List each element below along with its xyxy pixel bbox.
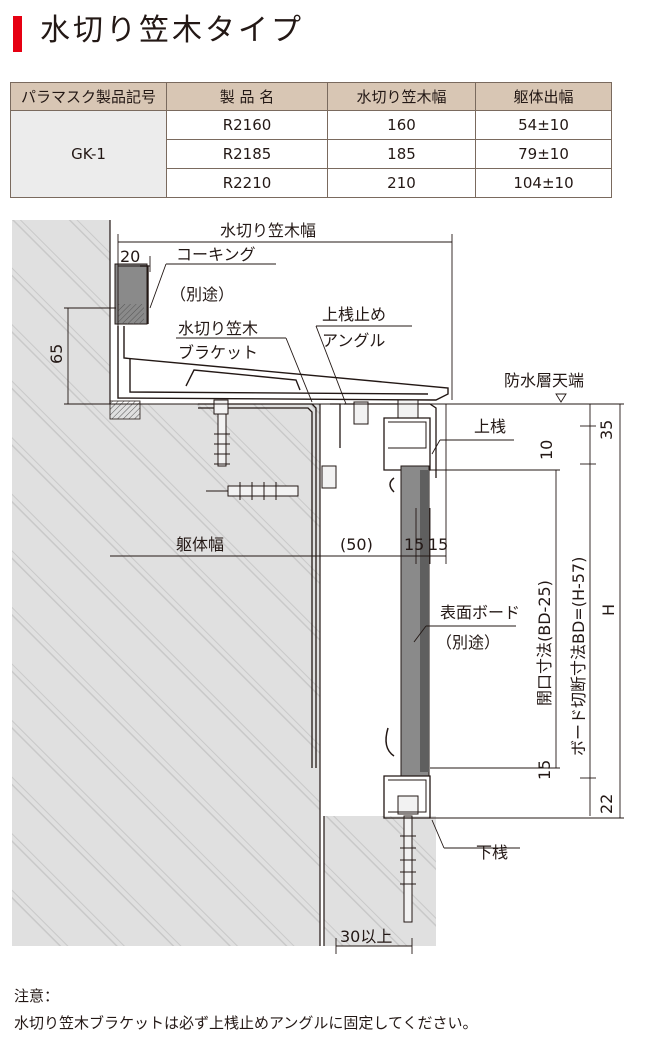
product-cell: R2185 [166, 139, 328, 169]
header-width: 水切り笠木幅 [327, 82, 476, 111]
building-body [12, 220, 436, 946]
title-accent-bar [13, 16, 22, 52]
label-caulking: コーキング [176, 245, 256, 264]
projection-cell: 104±10 [475, 168, 612, 198]
header-product: 製 品 名 [166, 82, 328, 111]
label-upper-rail: 上桟 [474, 417, 506, 436]
page-title: 水切り笠木タイプ [40, 13, 304, 48]
dimension-lines [64, 234, 624, 954]
label-dim-30: 30以上 [340, 927, 392, 946]
label-angle-2: アングル [322, 331, 385, 350]
anchor-bolts [206, 399, 419, 923]
label-dim-20: 20 [120, 247, 140, 266]
header-code: パラマスク製品記号 [10, 82, 167, 111]
note-heading: 注意： [14, 987, 60, 1005]
section-diagram: 水切り笠木幅 20 コーキング （別途） 水切り笠木 ブラケット 上桟止め アン… [12, 220, 624, 954]
label-surface-board: 表面ボード [440, 603, 520, 622]
label-dim-65: 65 [47, 344, 66, 364]
product-spec-table: パラマスク製品記号 製 品 名 水切り笠木幅 躯体出幅 GK-1 R2160 1… [10, 82, 612, 198]
coping-cap [117, 265, 449, 401]
label-opening: 開口寸法(BD-25) [535, 580, 554, 706]
table-row: R2210 210 104±10 [11, 168, 612, 198]
label-dim-15a: 15 [404, 535, 424, 554]
label-lower-rail: 下桟 [476, 843, 508, 862]
projection-cell: 79±10 [475, 139, 612, 169]
label-dim-10: 10 [537, 440, 556, 460]
product-code-cell: GK-1 [10, 110, 167, 198]
label-dim-h: H [599, 604, 618, 616]
label-caulking-note: （別途） [170, 285, 234, 304]
label-angle-1: 上桟止め [322, 305, 386, 324]
projection-cell: 54±10 [475, 110, 612, 140]
table-row: R2185 185 79±10 [11, 139, 612, 169]
label-dim-15b: 15 [428, 535, 448, 554]
label-dim-50: (50) [340, 535, 373, 554]
table-row: GK-1 R2160 160 54±10 [10, 110, 612, 198]
caulking-block [109, 263, 148, 420]
label-dim-35: 35 [597, 420, 616, 440]
width-cell: 210 [327, 168, 476, 198]
label-waterproof-top: 防水層天端 [504, 371, 584, 390]
width-cell: 185 [327, 139, 476, 169]
width-cell: 160 [327, 110, 476, 140]
product-cell: R2160 [166, 110, 328, 140]
label-board-cut: ボード切断寸法BD=(H-57) [569, 557, 588, 756]
label-dim-22: 22 [597, 794, 616, 814]
product-cell: R2210 [166, 168, 328, 198]
label-dim-15c: 15 [535, 760, 554, 780]
label-bracket-2: ブラケット [178, 343, 258, 362]
label-bracket-1: 水切り笠木 [178, 319, 258, 338]
diagram-labels: 水切り笠木幅 20 コーキング （別途） 水切り笠木 ブラケット 上桟止め アン… [47, 221, 618, 946]
label-kasagi-width: 水切り笠木幅 [220, 221, 316, 240]
header-projection: 躯体出幅 [475, 82, 612, 111]
note-block: 注意： 水切り笠木ブラケットは必ず上桟止めアングルに固定してください。 [14, 983, 478, 1037]
note-text: 水切り笠木ブラケットは必ず上桟止めアングルに固定してください。 [14, 1014, 478, 1032]
rails-and-board [383, 417, 431, 819]
table-header-row: パラマスク製品記号 製 品 名 水切り笠木幅 躯体出幅 [10, 82, 612, 111]
label-surface-board-note: （別途） [436, 633, 500, 652]
label-body-width: 躯体幅 [176, 535, 224, 554]
